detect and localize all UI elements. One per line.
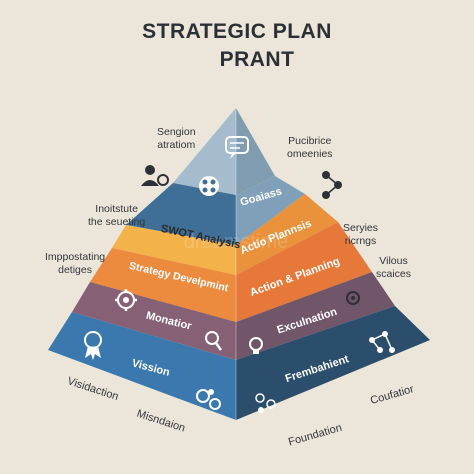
annotation-mid-right-1: Seryies ricrngs: [343, 222, 378, 248]
tier-6-left-face: [48, 312, 236, 420]
annotation-mid-left-1-line2: the seueting: [88, 216, 146, 228]
annotation-mid-left-1-line1: Inoitstute: [95, 203, 138, 215]
people-gears-icon: [255, 393, 276, 413]
gears-icon: [196, 389, 221, 410]
annotation-mid-right-2-line1: Vilous: [379, 255, 408, 267]
watermark-text: dreamstime: [184, 231, 288, 253]
annotation-mid-right-1-line2: ricrngs: [344, 235, 377, 247]
annotation-mid-left-1: Inoitstute the seueting: [88, 203, 145, 229]
tier-6-right-face: [236, 306, 430, 420]
annotation-top-right-line1: Pucibrice: [288, 135, 332, 147]
tier-1-right-face: [236, 108, 275, 195]
annotation-mid-left-2-line2: detiges: [58, 264, 92, 276]
title-line-1: STRATEGIC PLAN: [142, 20, 332, 43]
tier-4-left-face: [90, 248, 236, 322]
annotation-mid-right-2: Vilous scaices: [376, 255, 411, 281]
tier-1-left-face: [173, 108, 236, 195]
people-network-icon: [322, 171, 342, 199]
annotation-mid-left-2-line1: Imppostating: [45, 251, 106, 263]
annotation-top-left-line2: atratiom: [157, 139, 196, 151]
annotation-top-right-line2: omeenies: [287, 148, 333, 160]
chat-bubble-icon: [225, 136, 249, 159]
gear-icon: [115, 289, 137, 311]
title-line-2: PRANT: [219, 48, 295, 71]
magnifier-icon: [205, 331, 223, 351]
annotation-top-left: Sengion atratiom: [157, 126, 196, 152]
award-ribbon-icon: [84, 331, 102, 360]
annotation-mid-right-2-line2: scaices: [376, 268, 412, 280]
annotation-mid-left-2: Imppostating detiges: [45, 251, 105, 277]
tier-4-right-face: [236, 222, 372, 322]
tier-3-left-face: [112, 225, 236, 275]
annotation-mid-right-1-line1: Seryies: [343, 222, 379, 234]
globe-icon: [199, 176, 219, 196]
annotation-top-right: Pucibrice omeenies: [287, 135, 333, 161]
annotation-top-left-line1: Sengion: [157, 126, 196, 138]
tier-2-right-face: [236, 176, 305, 245]
tier-2-left-face: [126, 183, 236, 245]
tier-5-right-face: [236, 272, 395, 360]
network-icon: [369, 331, 395, 353]
lightbulb-icon: [249, 337, 263, 354]
tier-3-right-face: [236, 194, 338, 275]
team-gear-icon: [141, 165, 169, 186]
gear-outline-icon: [346, 291, 360, 305]
tier-5-left-face: [72, 282, 236, 360]
